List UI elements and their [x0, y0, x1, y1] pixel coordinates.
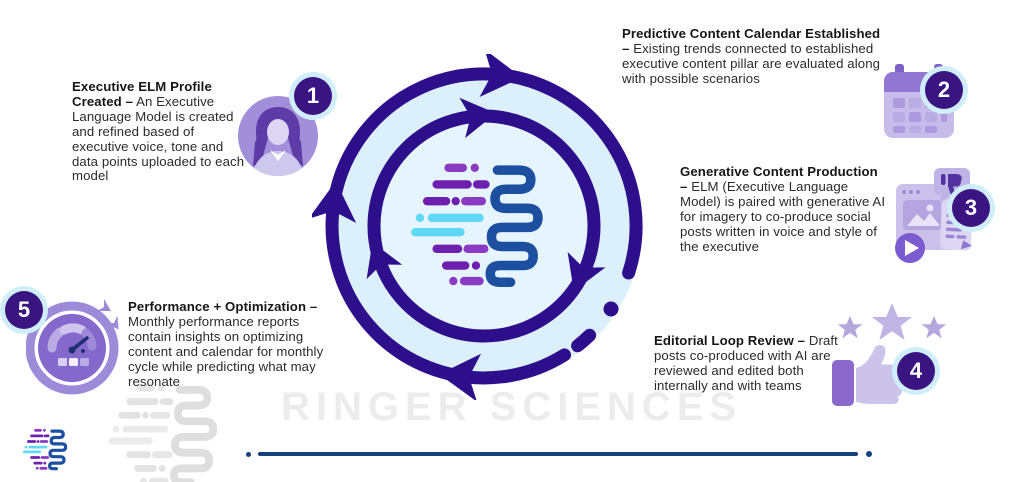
ai-brain-cycle-icon [312, 54, 643, 400]
outer-cycle-ring [325, 67, 643, 385]
step-3-text: Generative Content Production – ELM (Exe… [680, 164, 886, 254]
step-4-badge: 4 [897, 352, 935, 390]
footer-line-dot [866, 451, 872, 457]
step-2-badge: 2 [925, 71, 963, 109]
badge-number: 1 [306, 83, 320, 108]
badge-number: 5 [17, 297, 31, 322]
performance-gauge-icon [26, 298, 119, 395]
badge-number: 2 [937, 77, 951, 102]
rating-stars-icon [837, 303, 947, 340]
step-4-text: Editorial Loop Review – Draft posts co-p… [654, 333, 838, 394]
step-title: Executive ELM Profile Created – [72, 79, 212, 109]
watermark-text: RINGER SCIENCES [281, 385, 743, 429]
step-title: Generative Content Production – [680, 164, 878, 194]
thumbs-up-stars-icon [832, 303, 947, 406]
step-3-badge: 3 [952, 189, 990, 227]
step-description: Draft posts co-produced with AI are revi… [654, 333, 838, 393]
step-title: Editorial Loop Review – [654, 333, 806, 348]
step-title: Predictive Content Calendar Established … [622, 26, 881, 56]
step-5-badge: 5 [5, 291, 43, 329]
brand-brain-icon [22, 427, 74, 472]
step-description: Existing trends connected to established… [622, 40, 881, 86]
step-5-text: Performance + Optimization – Monthly per… [128, 299, 342, 389]
step-title: Performance + Optimization – [128, 299, 318, 314]
step-description: ELM (Executive Language Model) is paired… [680, 178, 886, 254]
step-description: An Executive Language Model is created a… [72, 93, 245, 184]
step-2-text: Predictive Content Calendar Established … [622, 26, 890, 87]
footer-divider-line [258, 452, 858, 456]
badge-number: 4 [909, 358, 923, 383]
step-1-text: Executive ELM Profile Created – An Execu… [72, 79, 248, 184]
step-1-badge: 1 [294, 77, 332, 115]
play-button-icon [895, 233, 925, 263]
brand-brain-icon-gray [106, 380, 234, 482]
step-description: Monthly performance reports contain insi… [128, 313, 324, 389]
footer-line-dot [246, 452, 251, 457]
badge-number: 3 [964, 195, 978, 220]
feedback-bubble-icon [934, 168, 970, 203]
person-avatar-icon [238, 96, 318, 176]
